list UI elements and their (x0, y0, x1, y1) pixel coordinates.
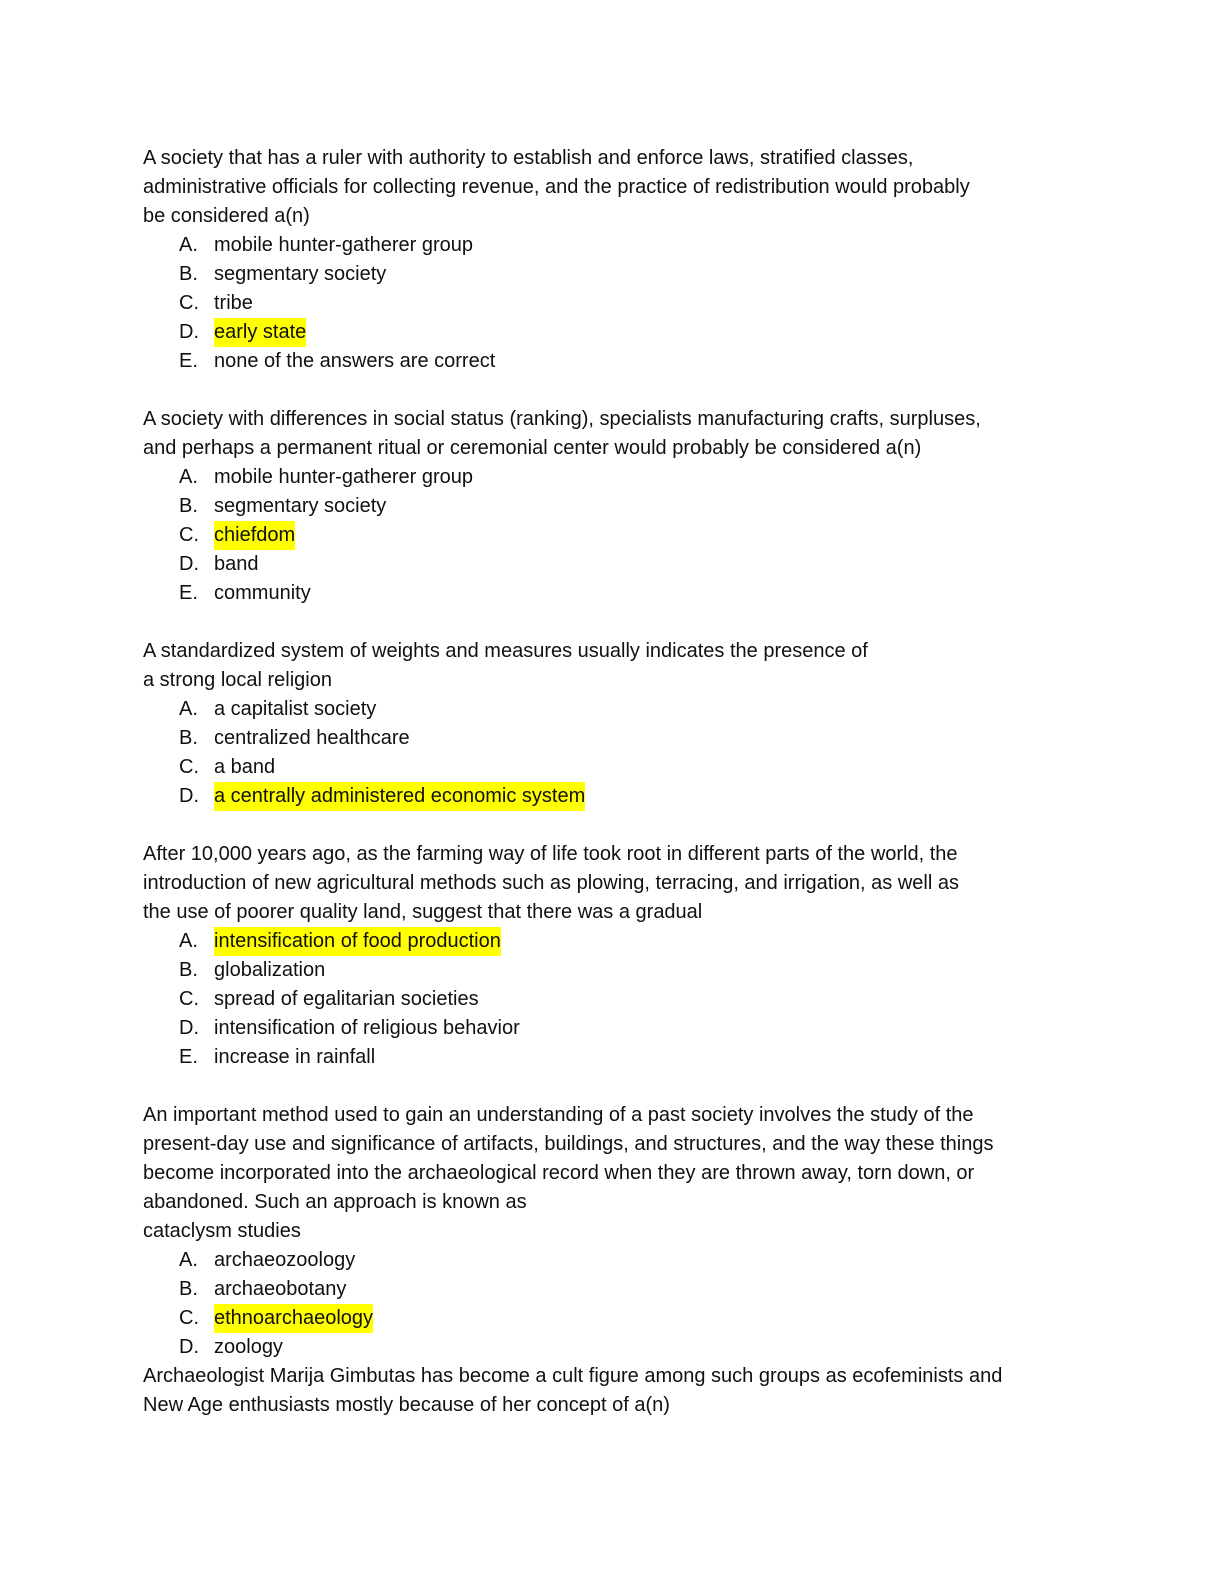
question-stem-line: After 10,000 years ago, as the farming w… (143, 843, 958, 865)
highlighted-answer-text: intensification of food production (214, 927, 501, 956)
option-text: archaeozoology (214, 1249, 356, 1271)
question: A society with differences in social sta… (143, 405, 1103, 637)
question: A society that has a ruler with authorit… (143, 144, 1103, 405)
answer-option: B. archaeobotany (143, 1275, 1103, 1304)
highlighted-answer-text: early state (214, 318, 307, 347)
question-stem-line: present-day use and significance of arti… (143, 1133, 994, 1155)
option-letter: D. (179, 321, 199, 343)
answer-option: B. segmentary society (143, 492, 1103, 521)
question-stem-line: A society with differences in social sta… (143, 408, 981, 430)
option-letter: D. (179, 785, 199, 807)
option-letter: D. (179, 553, 199, 575)
answer-option: E. community (143, 579, 1103, 608)
answer-option: C. spread of egalitarian societies (143, 985, 1103, 1014)
option-text: zoology (214, 1336, 283, 1358)
question-stem-line: cataclysm studies (143, 1220, 301, 1242)
option-text: mobile hunter-gatherer group (214, 234, 474, 256)
option-letter: B. (179, 727, 198, 749)
question-stem-line: abandoned. Such an approach is known as (143, 1191, 527, 1213)
answer-option: D. band (143, 550, 1103, 579)
blank-line (143, 811, 1103, 840)
highlighted-answer-text: ethnoarchaeology (214, 1304, 374, 1333)
option-text: increase in rainfall (214, 1046, 376, 1068)
highlighted-answer-text: a centrally administered economic system (214, 782, 586, 811)
option-letter: D. (179, 1017, 199, 1039)
question-stem-line: and perhaps a permanent ritual or ceremo… (143, 437, 922, 459)
question: An important method used to gain an unde… (143, 1101, 1103, 1362)
option-letter: B. (179, 1278, 198, 1300)
option-letter: D. (179, 1336, 199, 1358)
option-letter: C. (179, 524, 199, 546)
question: Archaeologist Marija Gimbutas has become… (143, 1362, 1103, 1420)
option-letter: C. (179, 756, 199, 778)
answer-option: E. none of the answers are correct (143, 347, 1103, 376)
answer-option: D. a centrally administered economic syst… (143, 782, 1103, 811)
option-text: a band (214, 756, 276, 778)
answer-option: A. mobile hunter-gatherer group (143, 463, 1103, 492)
option-text: spread of egalitarian societies (214, 988, 479, 1010)
option-letter: A. (179, 234, 198, 256)
question-stem-line: a strong local religion (143, 669, 332, 691)
option-letter: C. (179, 292, 199, 314)
answer-option: B. globalization (143, 956, 1103, 985)
option-letter: B. (179, 495, 198, 517)
question: A standardized system of weights and mea… (143, 637, 1103, 840)
highlighted-answer-text: chiefdom (214, 521, 296, 550)
question-stem-line: A society that has a ruler with authorit… (143, 147, 914, 169)
answer-option: B. segmentary society (143, 260, 1103, 289)
option-letter: A. (179, 466, 198, 488)
question-stem-line: be considered a(n) (143, 205, 310, 227)
question-stem-line: the use of poorer quality land, suggest … (143, 901, 703, 923)
question-stem-line: become incorporated into the archaeologi… (143, 1162, 975, 1184)
answer-option: A. archaeozoology (143, 1246, 1103, 1275)
answer-option: D. intensification of religious behavior (143, 1014, 1103, 1043)
answer-option: C. tribe (143, 289, 1103, 318)
option-text: none of the answers are correct (214, 350, 496, 372)
option-text: band (214, 553, 259, 575)
option-letter: E. (179, 1046, 198, 1068)
answer-option: A. a capitalist society (143, 695, 1103, 724)
blank-line (143, 1072, 1103, 1101)
question-stem-line: administrative officials for collecting … (143, 176, 970, 198)
question-stem-line: An important method used to gain an unde… (143, 1104, 974, 1126)
option-text: a capitalist society (214, 698, 377, 720)
option-text: tribe (214, 292, 253, 314)
answer-option: A. intensification of food production (143, 927, 1103, 956)
question-stem-line: introduction of new agricultural methods… (143, 872, 959, 894)
question-stem-line: New Age enthusiasts mostly because of he… (143, 1394, 670, 1416)
option-text: centralized healthcare (214, 727, 410, 749)
option-letter: C. (179, 988, 199, 1010)
option-text: community (214, 582, 311, 604)
option-letter: C. (179, 1307, 199, 1329)
option-letter: E. (179, 582, 198, 604)
option-text: archaeobotany (214, 1278, 347, 1300)
blank-line (143, 608, 1103, 637)
answer-option: C. chiefdom (143, 521, 1103, 550)
question-stem-line: Archaeologist Marija Gimbutas has become… (143, 1365, 1003, 1387)
option-letter: B. (179, 959, 198, 981)
option-text: intensification of religious behavior (214, 1017, 520, 1039)
answer-option: A. mobile hunter-gatherer group (143, 231, 1103, 260)
option-letter: A. (179, 930, 198, 952)
answer-option: E. increase in rainfall (143, 1043, 1103, 1072)
answer-option: C. ethnoarchaeology (143, 1304, 1103, 1333)
answer-option: D. zoology (143, 1333, 1103, 1362)
blank-line (143, 376, 1103, 405)
document-page: A society that has a ruler with authorit… (143, 144, 1103, 1420)
option-letter: E. (179, 350, 198, 372)
option-letter: A. (179, 698, 198, 720)
answer-option: D. early state (143, 318, 1103, 347)
option-text: segmentary society (214, 263, 387, 285)
option-letter: A. (179, 1249, 198, 1271)
option-text: mobile hunter-gatherer group (214, 466, 474, 488)
option-text: segmentary society (214, 495, 387, 517)
answer-option: C. a band (143, 753, 1103, 782)
question: After 10,000 years ago, as the farming w… (143, 840, 1103, 1101)
option-letter: B. (179, 263, 198, 285)
option-text: globalization (214, 959, 326, 981)
question-stem-line: A standardized system of weights and mea… (143, 640, 868, 662)
answer-option: B. centralized healthcare (143, 724, 1103, 753)
